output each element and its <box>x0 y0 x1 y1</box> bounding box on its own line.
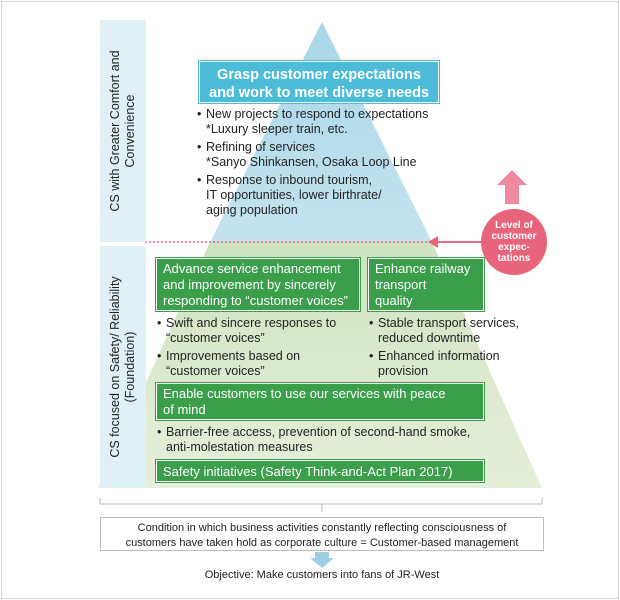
bullet-item: New projects to respond to expectations … <box>197 107 457 137</box>
wide-bullet-list: Barrier-free access, prevention of secon… <box>157 425 497 458</box>
side-panel-upper <box>100 20 146 242</box>
objective-text: Objective: Make customers into fans of J… <box>204 569 440 581</box>
bullet-item: Swift and sincere responses to “customer… <box>157 316 362 346</box>
top-bullet-list: New projects to respond to expectations … <box>197 107 457 221</box>
bullet-item: Response to inbound tourism, IT opportun… <box>197 173 457 218</box>
level-of-expectations-badge: Level of customer expec- tations <box>481 209 547 275</box>
objective-down-arrow <box>310 552 334 568</box>
bullet-item: Improvements based on “customer voices” <box>157 349 362 379</box>
level-pointer-arrowhead <box>428 236 438 248</box>
side-label-upper: CS with Greater Comfort and Convenience <box>108 50 137 212</box>
side-panel-lower <box>100 246 146 488</box>
bullet-item: Enhanced information provision <box>369 349 539 379</box>
side-label-lower: CS focused on Safety/ Reliability (Found… <box>108 276 137 458</box>
bullet-item: Barrier-free access, prevention of secon… <box>157 425 497 455</box>
right-bullet-list: Stable transport services, reduced downt… <box>369 316 539 382</box>
transport-quality-box: Enhance railway transport quality <box>367 257 485 312</box>
safety-initiatives-box: Safety initiatives (Safety Think-and-Act… <box>155 459 485 483</box>
condition-box: Condition in which business activities c… <box>100 517 544 551</box>
service-enhancement-box: Advance service enhancement and improvem… <box>155 257 361 312</box>
pyramid-base-bracket <box>99 498 543 505</box>
left-bullet-list: Swift and sincere responses to “customer… <box>157 316 362 382</box>
top-goal-box: Grasp customer expectations and work to … <box>198 60 440 104</box>
bullet-item: Stable transport services, reduced downt… <box>369 316 539 346</box>
level-up-arrow <box>497 170 527 204</box>
bullet-item: Refining of services *Sanyo Shinkansen, … <box>197 140 457 170</box>
peace-of-mind-box: Enable customers to use our services wit… <box>155 382 485 421</box>
